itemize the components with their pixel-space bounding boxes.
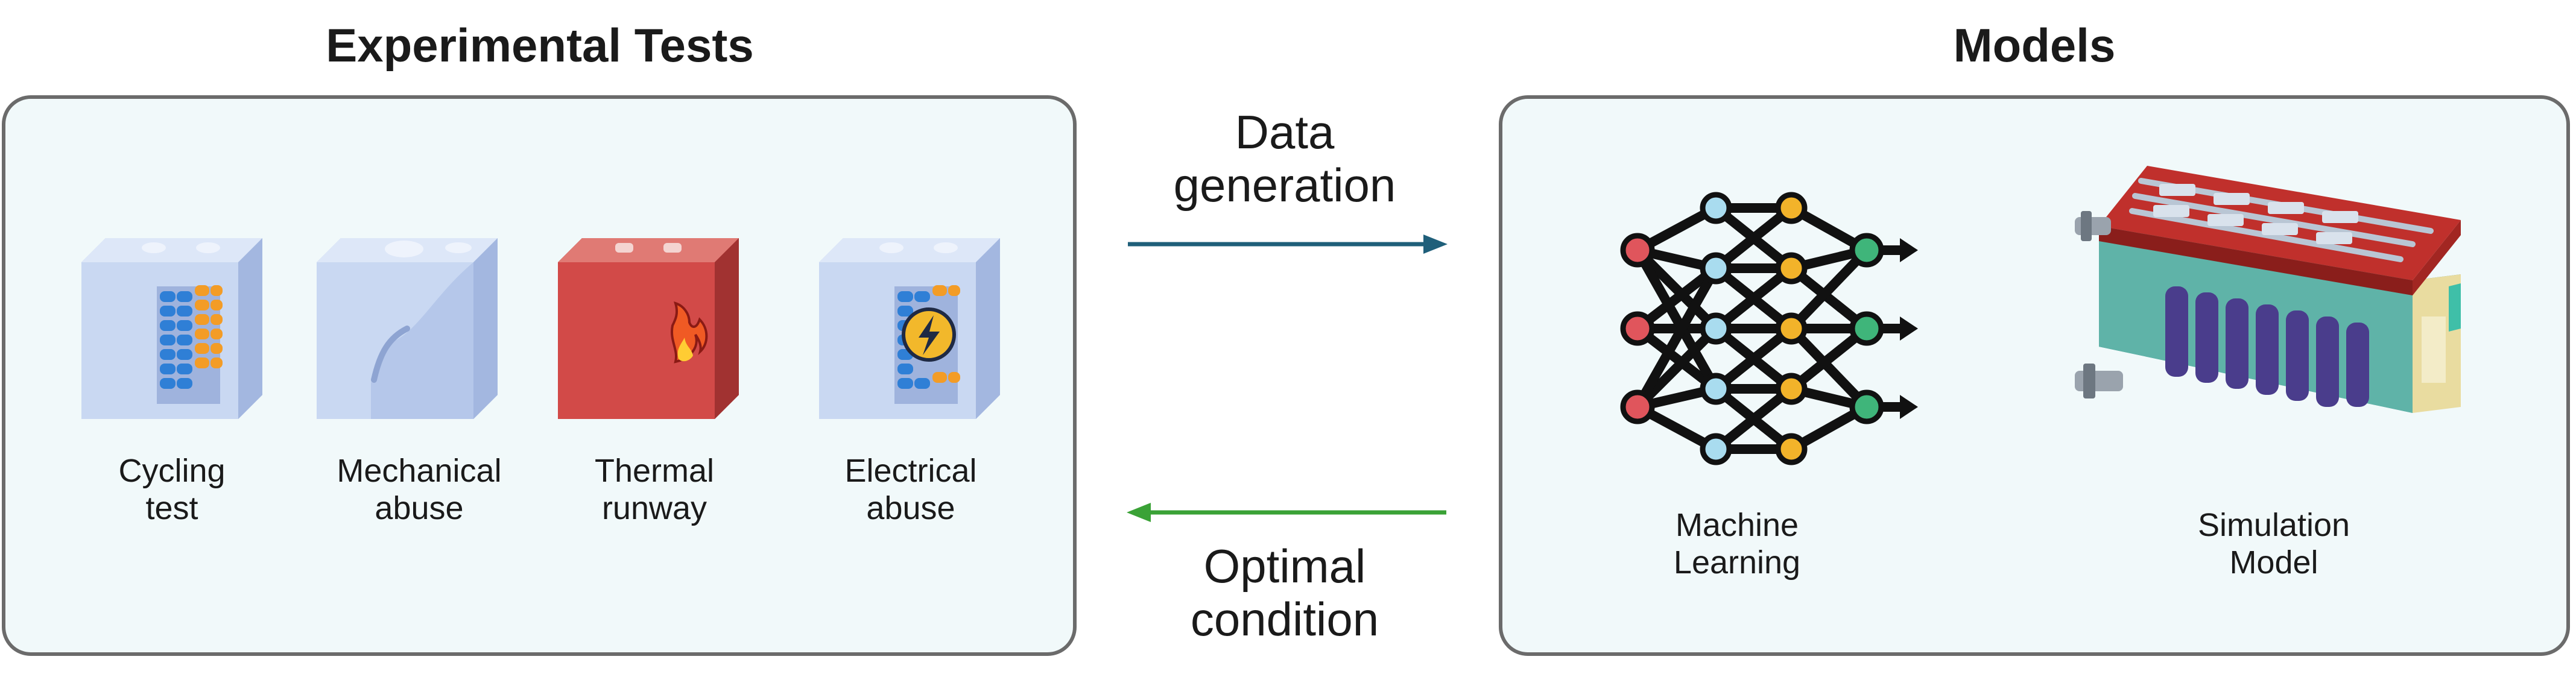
- experimental-tests-title: Experimental Tests: [326, 19, 754, 72]
- neural-network-icon: [1620, 192, 1918, 465]
- dented-block-icon: [317, 238, 498, 419]
- lightning-icon: [902, 307, 956, 362]
- optimal-condition-arrow: [1127, 503, 1446, 522]
- thermal-block-icon: [558, 238, 739, 419]
- data-generation-arrow: [1128, 235, 1448, 254]
- models-title: Models: [1953, 19, 2116, 72]
- battery-pack-icon: [2075, 166, 2461, 413]
- cells-block-icon: [81, 238, 262, 419]
- electrical-block-icon: [819, 238, 1000, 419]
- fire-icon: [671, 301, 708, 364]
